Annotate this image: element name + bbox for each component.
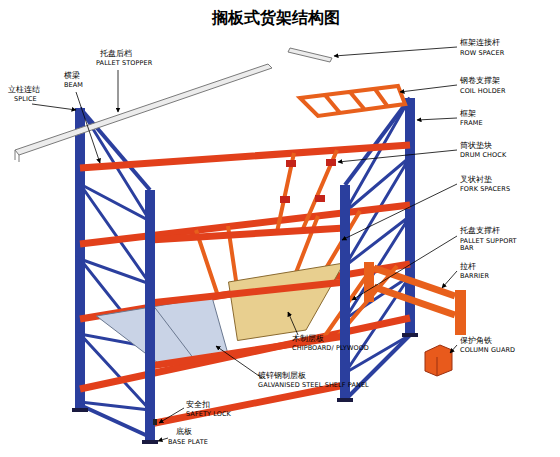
barrier-post <box>364 262 374 302</box>
barrier-bar <box>374 268 455 315</box>
leader-line <box>417 118 457 120</box>
part-label: 托盘支撑杆 <box>460 227 500 236</box>
part-label: CHIPBOARD/ PLYWOOD <box>292 345 369 352</box>
part-label: BEAM <box>64 82 83 89</box>
base-plate <box>72 408 88 412</box>
leader-line <box>400 85 457 92</box>
frame-horizontal <box>80 405 150 437</box>
part-label: FRAME <box>460 120 483 127</box>
part-label: 横梁 <box>64 72 80 81</box>
leader-line <box>158 438 168 441</box>
front-right-column <box>340 185 350 400</box>
drum-chock <box>280 196 290 203</box>
barrier-post <box>455 290 466 335</box>
part-label: 保护角铁 <box>460 337 492 346</box>
leader-line <box>334 47 457 56</box>
leader-line <box>338 150 457 162</box>
safety-lock <box>153 419 157 425</box>
part-label: 拉杆 <box>460 263 476 272</box>
leader-lines <box>32 47 457 441</box>
part-label: 安全扣 <box>186 401 210 410</box>
part-label: 镀锌钢制层板 <box>258 372 306 381</box>
drum-chock-rail <box>277 150 337 232</box>
leader-line <box>118 70 119 112</box>
part-label: SPLICE <box>14 96 37 103</box>
drum-chock <box>286 160 296 167</box>
column-guard <box>425 345 452 376</box>
part-label: GALVANISED STEEL SHELF PANEL <box>258 382 369 389</box>
column-guard-edge <box>437 357 438 376</box>
part-label: 底板 <box>176 428 192 437</box>
part-label: 木制层板 <box>292 335 324 344</box>
leader-line <box>76 92 100 163</box>
part-label: PALLET STOPPER <box>96 60 152 67</box>
part-label: 框架连接杆 <box>460 39 500 48</box>
leader-line <box>342 184 457 240</box>
part-label: 钢卷支撑架 <box>460 77 500 86</box>
leader-line <box>159 408 184 423</box>
part-label: BASE PLATE <box>168 439 208 446</box>
base-plate <box>337 398 353 402</box>
diagram-title: 搁板式货架结构图 <box>212 9 340 27</box>
part-label: 框架 <box>460 110 476 119</box>
part-label: COIL HOLDER <box>460 88 506 95</box>
leader-line <box>32 104 76 110</box>
front-beams <box>150 228 345 424</box>
part-label: COLUMN GUARD <box>460 347 515 354</box>
part-label: BARRIER <box>460 273 489 280</box>
part-label: FORK SPACERS <box>460 186 510 193</box>
drum-chock <box>315 195 325 202</box>
part-label: ROW SPACER <box>460 50 504 57</box>
leader-line <box>442 271 457 288</box>
base-plate <box>142 440 158 444</box>
part-label: 立柱连结 <box>8 86 40 95</box>
leader-line <box>352 236 457 300</box>
leader-line <box>288 312 298 335</box>
part-label: 托盘后档 <box>100 50 132 59</box>
coil-holder <box>300 86 405 116</box>
part-label: 筒状垫块 <box>460 142 492 151</box>
part-label: DRUM CHOCK <box>460 152 506 159</box>
leader-line <box>216 346 262 378</box>
frame-bracing <box>80 108 150 410</box>
base-plate <box>402 333 418 337</box>
pallet-stopper <box>15 64 272 162</box>
leader-line <box>450 345 457 353</box>
row-spacer <box>288 48 332 62</box>
part-label: PALLET SUPPORT BAR <box>460 238 518 252</box>
drum-chock <box>326 159 336 166</box>
plywood-shelf <box>229 263 345 341</box>
front-left-column <box>145 190 155 442</box>
panel-seam <box>154 307 194 360</box>
part-label: SAFETY LOCK <box>186 411 231 418</box>
part-label: 叉状衬垫 <box>460 176 492 185</box>
